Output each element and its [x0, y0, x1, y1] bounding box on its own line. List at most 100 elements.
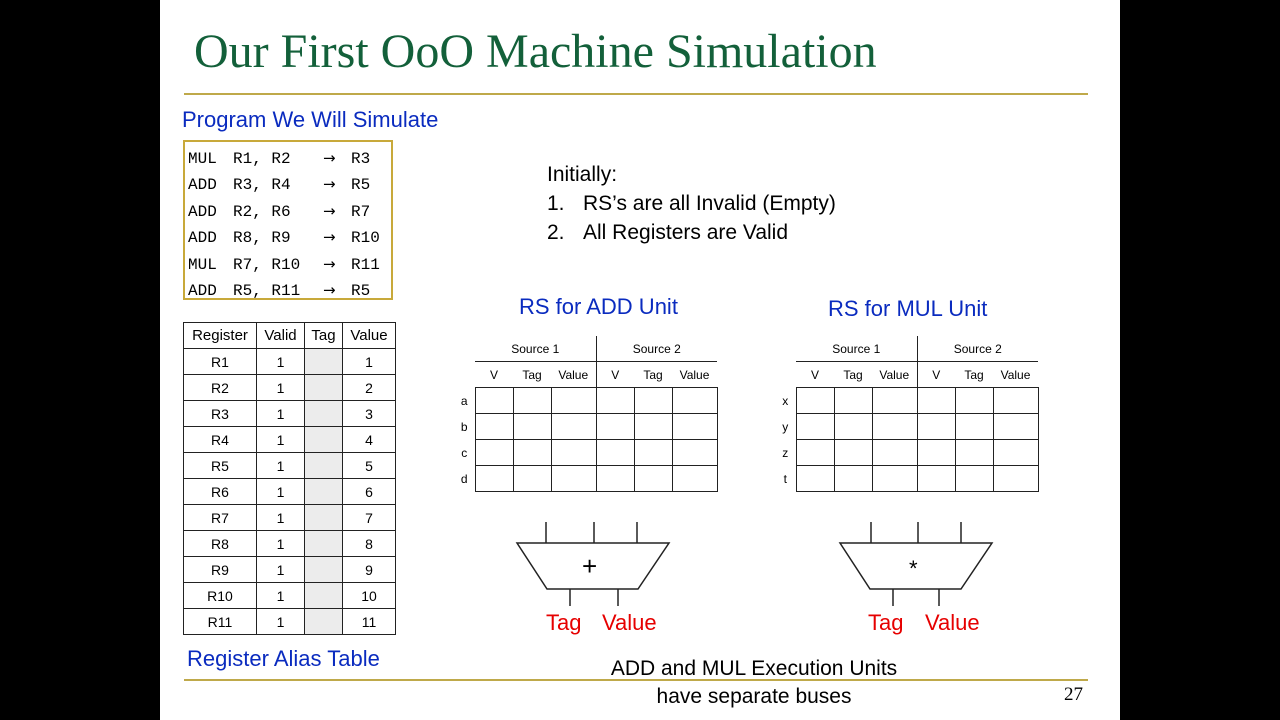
rs-cell	[833, 465, 873, 492]
rs-cell	[474, 465, 514, 492]
rat-header-valid: Valid	[256, 322, 305, 349]
rs-entry-row: d	[454, 465, 718, 492]
rs-entry-row: z	[775, 439, 1039, 466]
rat-register: R8	[183, 530, 257, 557]
instruction-op: MUL	[188, 255, 217, 274]
rs-cell	[671, 465, 718, 492]
mul-bus-tag-label: Tag	[868, 610, 904, 635]
rat-value: 9	[342, 556, 396, 583]
rs-cell	[871, 387, 918, 414]
rs-cell	[954, 439, 994, 466]
rs-cell	[550, 413, 597, 440]
bus-caption-line2: have separate buses	[656, 685, 852, 708]
rs-cell	[916, 413, 956, 440]
instruction-dest: R11	[351, 255, 380, 274]
add-bus-value-label: Value	[602, 610, 657, 635]
rs-column-header-row: V Tag Value V Tag Value	[454, 361, 717, 388]
rs-cell	[474, 413, 514, 440]
rs-col-tag: Tag	[843, 367, 863, 382]
rs-cell	[512, 413, 552, 440]
rat-value: 2	[342, 374, 396, 401]
instruction-dest: R3	[351, 150, 371, 168]
rat-tag	[304, 504, 343, 531]
rs-source-header-row: Source 1 Source 2	[775, 336, 1038, 362]
rat-valid: 1	[256, 504, 305, 531]
rs-cell	[795, 387, 835, 414]
rs-cell	[833, 413, 873, 440]
rs-cell	[916, 387, 956, 414]
rs-add-source2: Source 2	[596, 336, 717, 362]
add-bus-tag-label: Tag	[546, 610, 582, 635]
rs-cell	[595, 439, 635, 466]
rat-register: R7	[183, 504, 257, 531]
slide: Our First OoO Machine Simulation Program…	[160, 0, 1120, 720]
rs-cell	[550, 439, 597, 466]
rs-cell	[871, 439, 918, 466]
rs-cell	[871, 413, 918, 440]
rs-entry-label: c	[461, 445, 468, 460]
instruction-op: MUL	[188, 150, 217, 168]
rs-entry-row: y	[775, 413, 1039, 440]
rat-valid: 1	[256, 582, 305, 609]
rs-entry-row: c	[454, 439, 718, 466]
rs-col-tag: Tag	[522, 367, 542, 382]
rs-cell	[795, 465, 835, 492]
rs-entry-row: t	[775, 465, 1039, 492]
initially-item: 2.All Registers are Valid	[547, 221, 789, 244]
rs-cell	[916, 465, 956, 492]
rs-add-source1: Source 1	[475, 336, 597, 362]
rs-col-v: V	[932, 367, 941, 382]
rs-cell	[795, 413, 835, 440]
page-number: 27	[1064, 684, 1083, 705]
rs-mul-source2: Source 2	[917, 336, 1038, 362]
instruction-sources: R2, R6	[233, 202, 291, 221]
initially-heading: Initially:	[547, 163, 618, 186]
rs-cell	[512, 465, 552, 492]
rs-col-tag: Tag	[964, 367, 984, 382]
rs-cell	[633, 439, 673, 466]
rat-register: R5	[183, 452, 257, 479]
rs-entry-row: x	[775, 387, 1039, 414]
rs-entry-label: z	[782, 445, 789, 460]
instruction-dest: R7	[351, 202, 371, 221]
instruction-sources: R7, R10	[233, 255, 301, 274]
rs-col-tag: Tag	[643, 367, 663, 382]
rs-cell	[550, 465, 597, 492]
rat-caption: Register Alias Table	[187, 646, 380, 671]
rs-mul-table: Source 1 Source 2 V Tag Value V Tag Valu…	[775, 336, 1039, 492]
rs-cell	[992, 465, 1039, 492]
rs-cell	[474, 439, 514, 466]
rat-register: R11	[183, 608, 257, 635]
mul-op-symbol: *	[909, 556, 918, 581]
rat-register: R9	[183, 556, 257, 583]
rs-entry-row: a	[454, 387, 718, 414]
arrow-right-icon: →	[323, 149, 336, 167]
rs-entry-label: b	[460, 419, 468, 434]
rs-entry-label: y	[782, 419, 789, 434]
rat-valid: 1	[256, 478, 305, 505]
instruction-op: ADD	[188, 202, 217, 221]
rat-tag	[304, 400, 343, 427]
rs-entry-label: a	[460, 393, 468, 408]
rs-cell	[595, 413, 635, 440]
rat-register: R1	[183, 348, 257, 375]
rat-valid: 1	[256, 374, 305, 401]
arrow-right-icon: →	[323, 280, 336, 299]
rat-header-row: Register Valid Tag Value	[183, 322, 396, 349]
rs-entry-label: t	[783, 471, 787, 486]
rat-value: 6	[342, 478, 396, 505]
rs-col-value: Value	[872, 361, 918, 388]
rs-cell	[595, 387, 635, 414]
rs-add-title: RS for ADD Unit	[519, 294, 678, 319]
rat-valid: 1	[256, 556, 305, 583]
